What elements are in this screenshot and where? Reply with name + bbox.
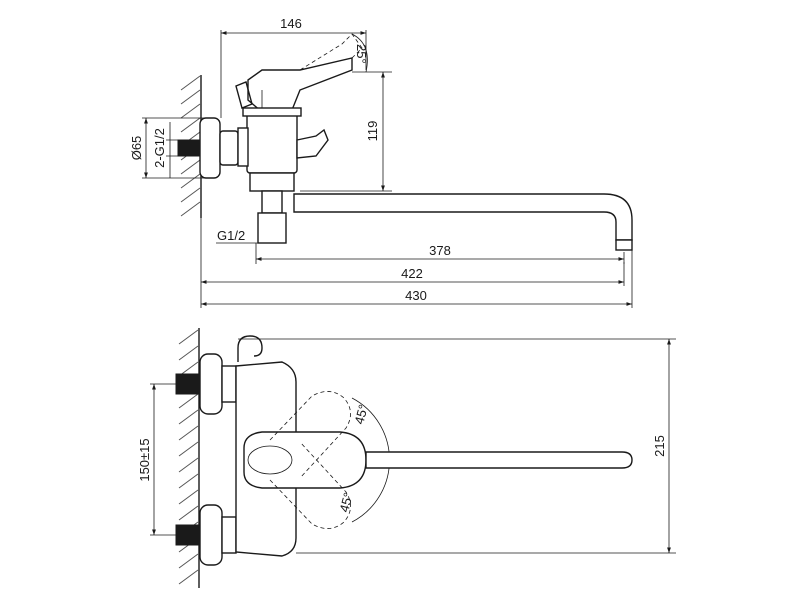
dim-diameter-connection: Ø65 2-G1/2 <box>129 117 205 179</box>
spout-side <box>257 190 633 251</box>
dim-outlet-thread-label: G1/2 <box>217 228 245 243</box>
dim-422-label: 422 <box>401 266 423 281</box>
top-view: 45° 45° 150±15 215 <box>137 328 676 588</box>
side-view: 146 25° 119 Ø65 2-G1/2 G1/2 <box>129 16 633 308</box>
dim-diameter-label: Ø65 <box>129 136 144 161</box>
wall-hatching-top <box>178 328 200 588</box>
dim-150: 150±15 <box>137 383 198 536</box>
dim-430-label: 430 <box>405 288 427 303</box>
dim-215: 215 <box>238 338 676 554</box>
mixer-body-top <box>235 335 390 557</box>
dim-connection-label: 2-G1/2 <box>152 128 167 168</box>
dim-25-label: 25° <box>354 44 369 64</box>
dim-215-label: 215 <box>652 435 667 457</box>
dim-45-lower-label: 45° <box>336 491 356 514</box>
dim-146-label: 146 <box>280 16 302 31</box>
dim-g12: G1/2 <box>216 228 258 244</box>
dim-430: 430 <box>201 250 633 308</box>
dim-150-label: 150±15 <box>137 438 152 481</box>
spout-top <box>365 451 633 469</box>
eccentric-connectors-top <box>175 353 237 566</box>
dim-119-label: 119 <box>365 121 380 142</box>
eccentric-connector-side <box>177 117 239 179</box>
dim-45-upper-label: 45° <box>351 403 371 426</box>
dim-378-label: 378 <box>429 243 451 258</box>
dim-422: 422 <box>200 218 625 308</box>
dim-378: 378 <box>255 243 625 264</box>
dim-25-angle: 25° <box>351 33 369 73</box>
mixer-body-side <box>235 33 363 192</box>
dim-119: 119 <box>300 71 392 192</box>
